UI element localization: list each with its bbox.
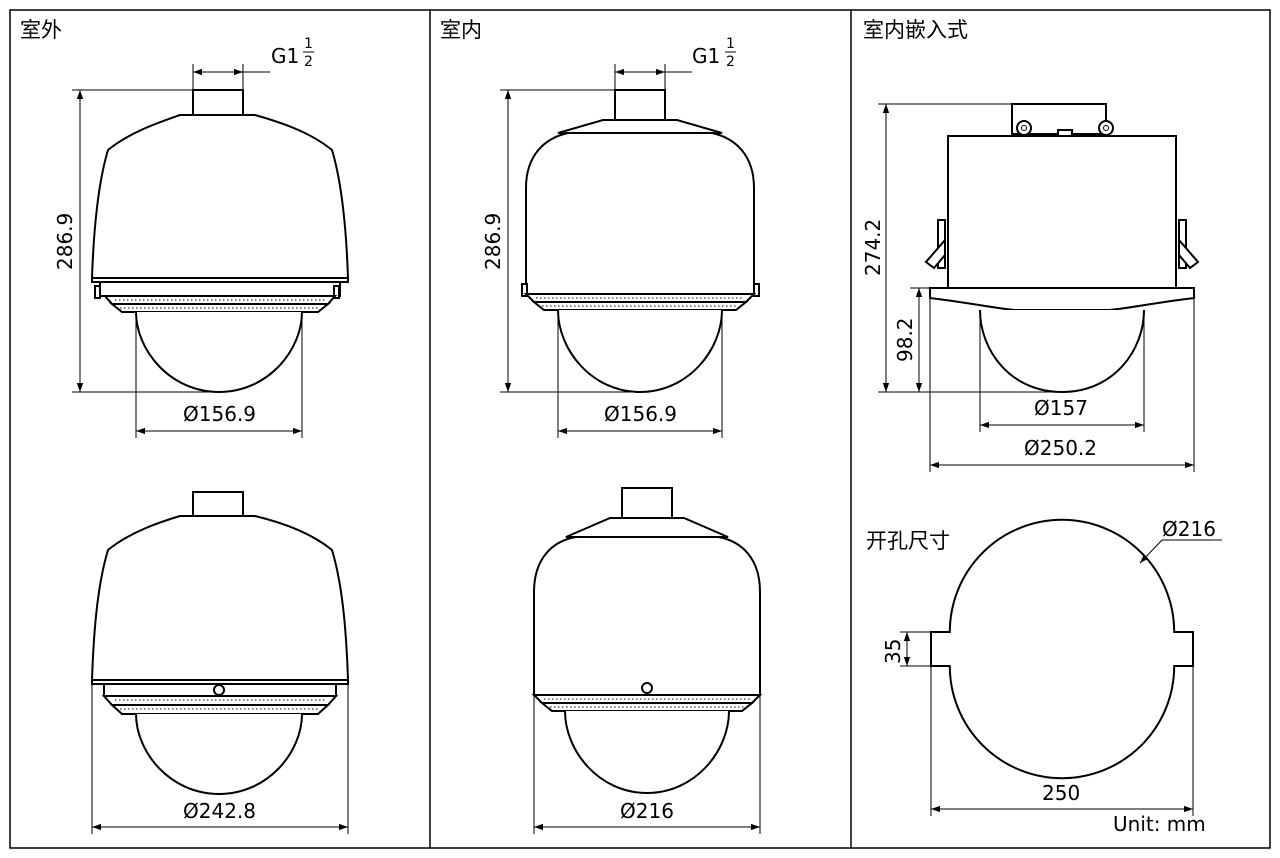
indoor-dome-label: Ø156.9 — [604, 402, 677, 426]
indoor-camera-side-view — [521, 89, 760, 394]
outdoor-thread-den: 2 — [304, 54, 313, 70]
indoor-body-dim: Ø216 — [533, 695, 761, 834]
recessed-exposed-dim: 98.2 — [893, 287, 930, 392]
outdoor-camera-side-view — [90, 89, 350, 394]
cutout-title: 开孔尺寸 — [866, 529, 950, 553]
outdoor-thread-num: 1 — [304, 36, 313, 52]
indoor-thread-num: 1 — [726, 36, 735, 52]
cutout-tab-dim: 35 — [881, 631, 931, 667]
cutout-tab-label: 35 — [881, 639, 905, 664]
outdoor-camera-front-view — [90, 491, 350, 796]
indoor-thread-den: 2 — [726, 54, 735, 70]
outdoor-height-dim: 286.9 — [53, 89, 219, 393]
indoor-thread-label: G1 — [692, 44, 720, 68]
recessed-dome-dim: Ø157 — [979, 310, 1145, 432]
indoor-body-label: Ø216 — [620, 799, 674, 823]
indoor-height-dim: 286.9 — [481, 89, 640, 393]
cutout-width-label: 250 — [1042, 781, 1080, 805]
recessed-height-dim: 274.2 — [861, 103, 1062, 393]
outdoor-height-label: 286.9 — [53, 213, 77, 270]
recessed-title: 室内嵌入式 — [863, 18, 968, 42]
recessed-flange-dim: Ø250.2 — [929, 298, 1195, 472]
outdoor-thread-label: G1 — [271, 44, 299, 68]
outdoor-title: 室外 — [20, 18, 62, 42]
cutout-shape — [930, 518, 1194, 780]
cutout-circle-dim: Ø216 — [1139, 517, 1222, 564]
recessed-flange-label: Ø250.2 — [1024, 436, 1097, 460]
indoor-title: 室内 — [440, 18, 482, 42]
outdoor-thread-dim: G1 1 2 — [192, 36, 314, 90]
outdoor-body-dim: Ø242.8 — [91, 684, 349, 834]
recessed-camera-view — [924, 103, 1200, 394]
outdoor-body-label: Ø242.8 — [183, 799, 256, 823]
cutout-width-dim: 250 — [930, 666, 1194, 816]
indoor-thread-dim: G1 1 2 — [614, 36, 736, 90]
cutout-circle-label: Ø216 — [1162, 517, 1216, 541]
unit-note: Unit: mm — [1113, 812, 1206, 836]
indoor-height-label: 286.9 — [481, 213, 505, 270]
indoor-camera-front-view — [531, 487, 763, 795]
outdoor-dome-dim: Ø156.9 — [135, 312, 303, 438]
recessed-dome-label: Ø157 — [1034, 396, 1088, 420]
recessed-height-label: 274.2 — [861, 219, 885, 276]
outdoor-dome-label: Ø156.9 — [183, 402, 256, 426]
panel-frame — [9, 9, 1271, 849]
indoor-dome-dim: Ø156.9 — [557, 310, 723, 438]
recessed-exposed-label: 98.2 — [893, 317, 917, 362]
